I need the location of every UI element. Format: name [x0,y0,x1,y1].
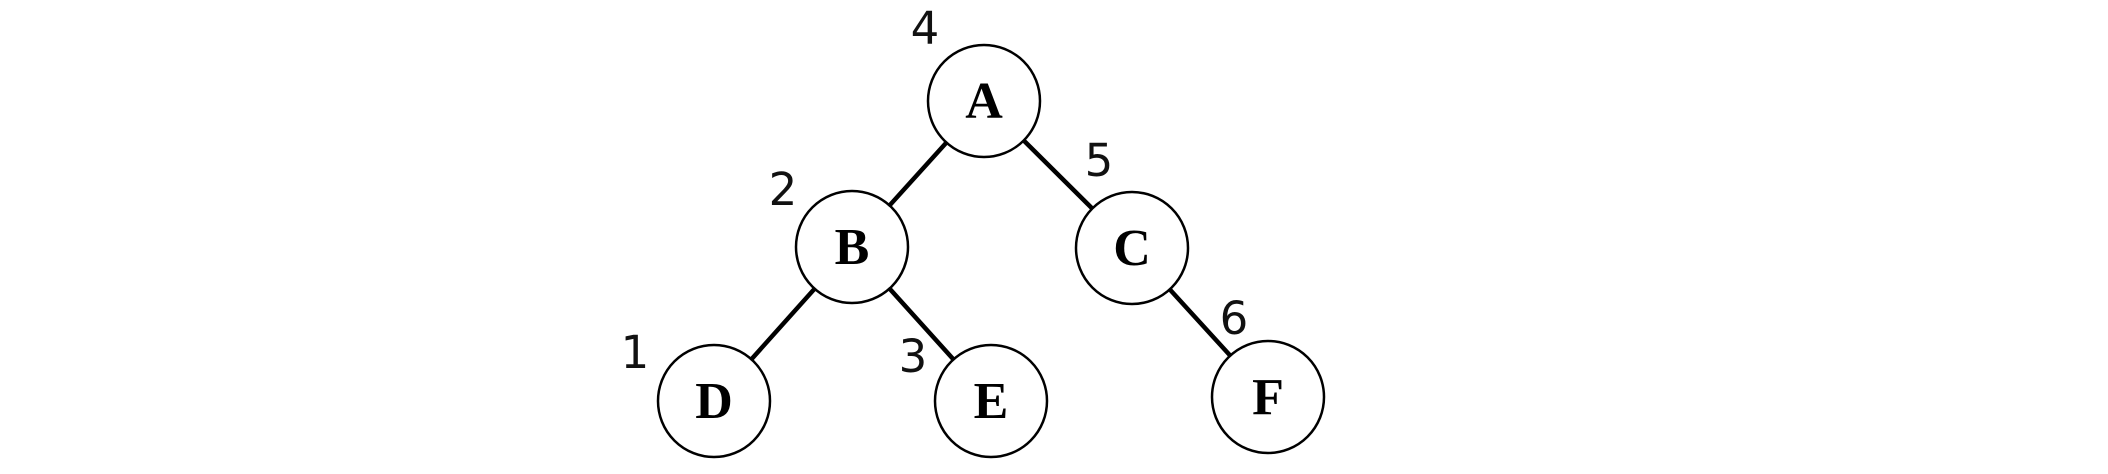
node-C-visit-order: 5 [1085,134,1114,187]
node-F-visit-order: 6 [1220,292,1249,345]
node-A-circle [926,43,1042,159]
node-C-circle [1074,190,1190,306]
node-B-circle [794,189,910,305]
node-A-visit-order: 4 [911,2,940,55]
node-B-visit-order: 2 [769,163,798,216]
node-F-circle [1210,339,1326,455]
node-E-visit-order: 3 [899,330,928,383]
node-B-label: B [835,219,870,276]
node-E-label: E [974,373,1009,430]
node-F-label: F [1252,369,1284,426]
node-D-label: D [695,373,733,430]
node-D-circle [656,343,772,459]
node-A-label: A [965,73,1003,130]
node-C-label: C [1113,220,1151,277]
node-D-visit-order: 1 [621,326,650,379]
node-E-circle [933,343,1049,459]
